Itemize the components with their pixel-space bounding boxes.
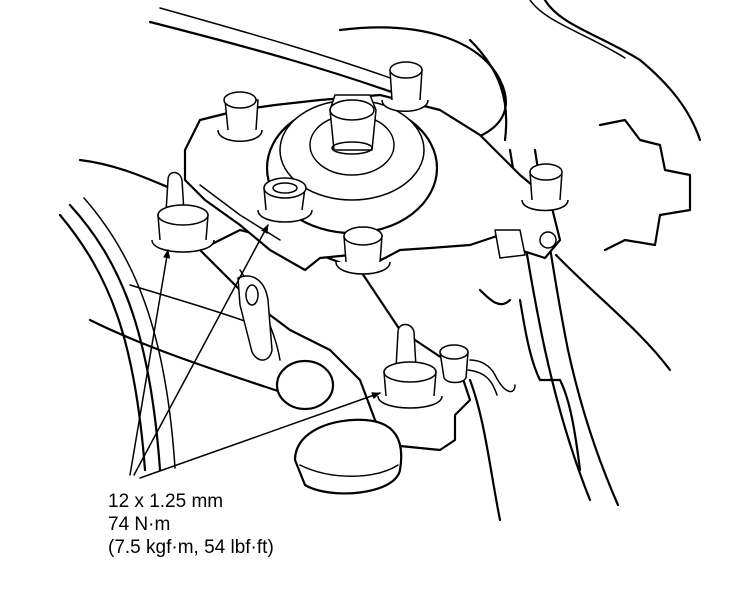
torque-alt-label: (7.5 kgf·m, 54 lbf·ft) xyxy=(108,537,274,558)
plug-cap xyxy=(275,359,403,495)
torque-spec-callout: 12 x 1.25 mm 74 N·m (7.5 kgf·m, 54 lbf·f… xyxy=(108,490,274,559)
torque-nm-label: 74 N·m xyxy=(108,514,171,535)
damper-mount-icon xyxy=(265,94,439,235)
bolt-size-label: 12 x 1.25 mm xyxy=(108,491,224,512)
wheel-arc xyxy=(58,158,292,472)
stud-bolt-icon xyxy=(377,323,516,409)
flange-nut-icon xyxy=(381,61,429,112)
flange-nut-icon xyxy=(257,177,313,223)
flange-nut-icon xyxy=(217,91,263,142)
body-outline xyxy=(148,0,702,522)
stud-bolt-icon xyxy=(151,171,215,253)
flange-nut-icon xyxy=(521,163,569,249)
leader-arrow-icon xyxy=(129,224,381,479)
flange-nut-icon xyxy=(335,226,391,275)
lower-arm xyxy=(198,228,472,452)
